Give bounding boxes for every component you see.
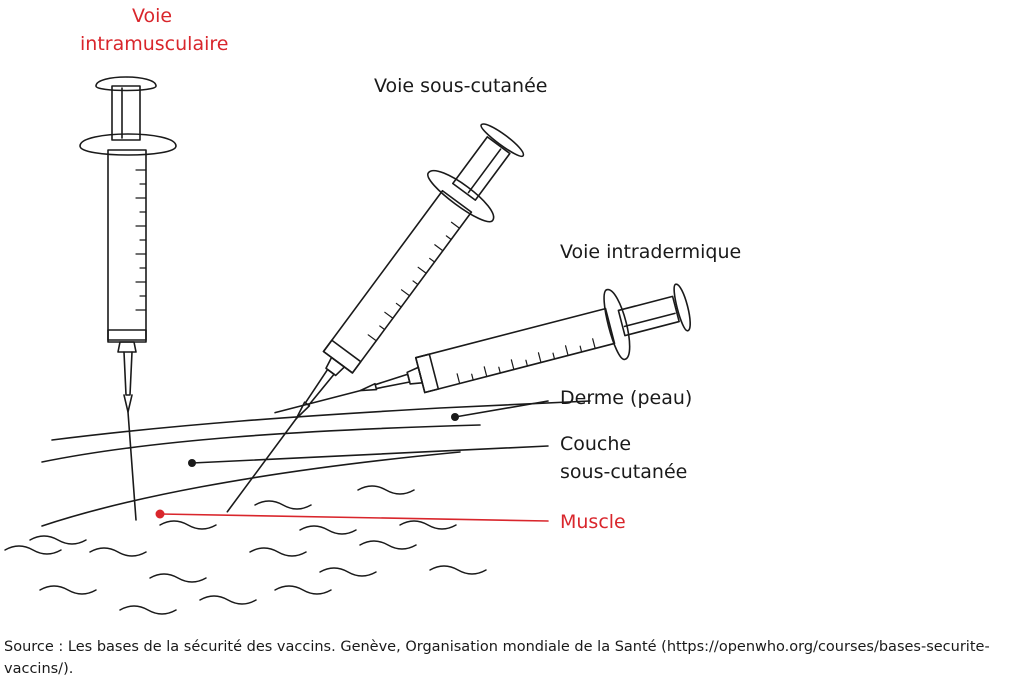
label-dermis: Derme (peau) <box>560 387 693 409</box>
label-intramuscular: Voie intramusculaire <box>80 2 229 58</box>
label-subcutaneous: Voie sous-cutanée <box>374 75 548 97</box>
intradermal-syringe <box>266 271 696 447</box>
label-muscle: Muscle <box>560 511 626 533</box>
subcutaneous-syringe <box>195 112 538 536</box>
subcut-leader <box>192 446 548 463</box>
source-citation: Source : Les bases de la sécurité des va… <box>4 639 990 677</box>
label-subcut-layer: Couche sous-cutanée <box>560 430 687 486</box>
label-subcut-layer-line1: Couche <box>560 433 632 455</box>
subcut-dot <box>188 459 196 467</box>
label-intramuscular-line2: intramusculaire <box>80 33 229 55</box>
dermis-lower <box>42 425 480 462</box>
dermis-dot <box>451 413 459 421</box>
label-subcut-layer-line2: sous-cutanée <box>560 461 688 483</box>
dermis-surface <box>52 401 590 440</box>
muscle-waves <box>5 486 486 614</box>
muscle-dot <box>155 509 165 519</box>
dermis-leader <box>455 401 548 417</box>
label-intramuscular-line1: Voie <box>131 5 173 27</box>
muscle-leader <box>160 514 548 521</box>
intramuscular-syringe <box>80 77 176 520</box>
label-intradermal: Voie intradermique <box>560 241 742 263</box>
subcutaneous-lower <box>42 452 460 526</box>
